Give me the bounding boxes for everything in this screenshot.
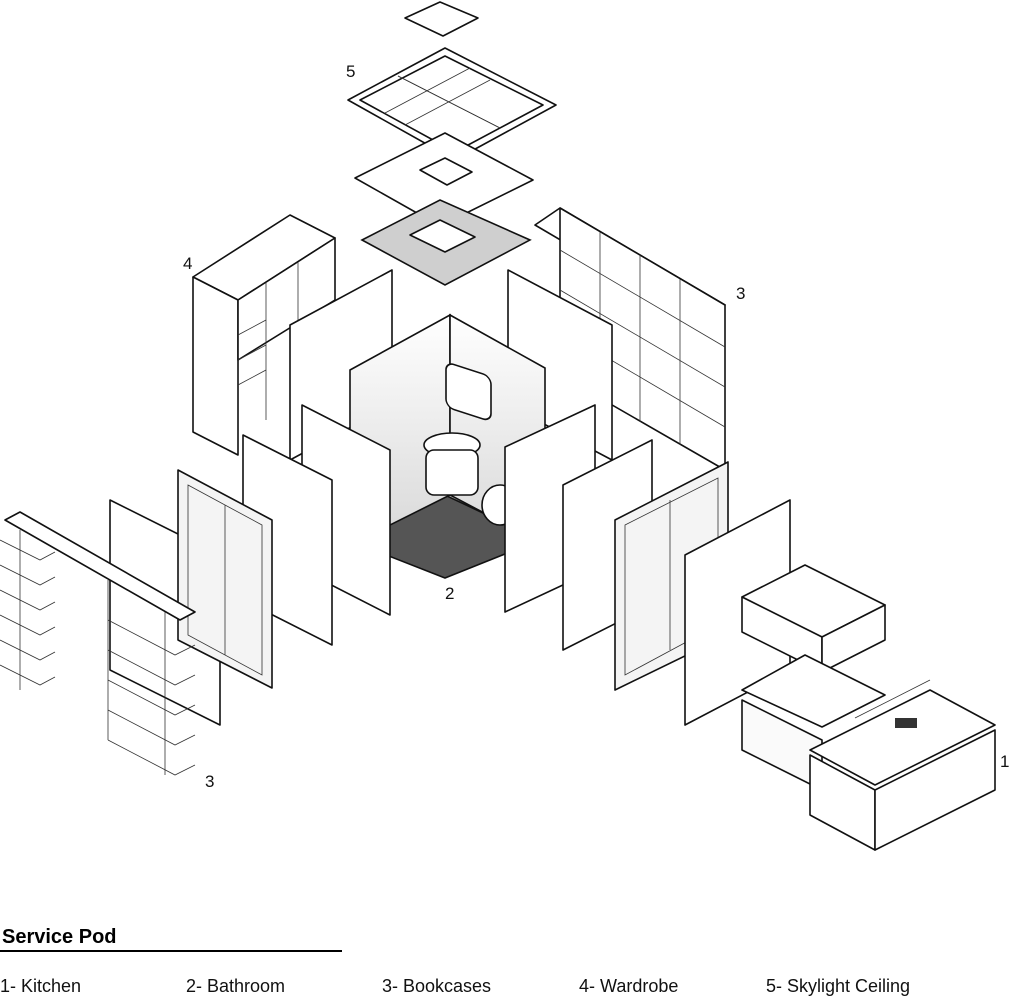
callout-skylight: 5	[346, 62, 356, 81]
callout-wardrobe: 4	[183, 254, 193, 273]
legend-item-bookcases: 3- Bookcases	[382, 976, 492, 996]
wardrobe	[192, 214, 336, 456]
front-panels-left	[109, 404, 391, 726]
legend-item-kitchen: 1- Kitchen	[0, 976, 82, 996]
kitchen	[741, 564, 996, 851]
skylight-ceiling	[347, 1, 557, 286]
callout-bookcases-right: 3	[736, 284, 746, 303]
legend-item-wardrobe: 4- Wardrobe	[579, 976, 679, 996]
legend-item-skylight-ceiling: 5- Skylight Ceiling	[766, 976, 911, 996]
callout-kitchen: 1	[1000, 752, 1010, 771]
title-underline	[0, 950, 342, 952]
front-panels-right	[504, 404, 791, 726]
bookcase-left	[0, 511, 196, 776]
callout-bookcases-left: 3	[205, 772, 215, 791]
diagram-title: Service Pod	[2, 926, 117, 948]
legend-item-bathroom: 2- Bathroom	[186, 976, 286, 996]
callout-bathroom: 2	[445, 584, 455, 603]
